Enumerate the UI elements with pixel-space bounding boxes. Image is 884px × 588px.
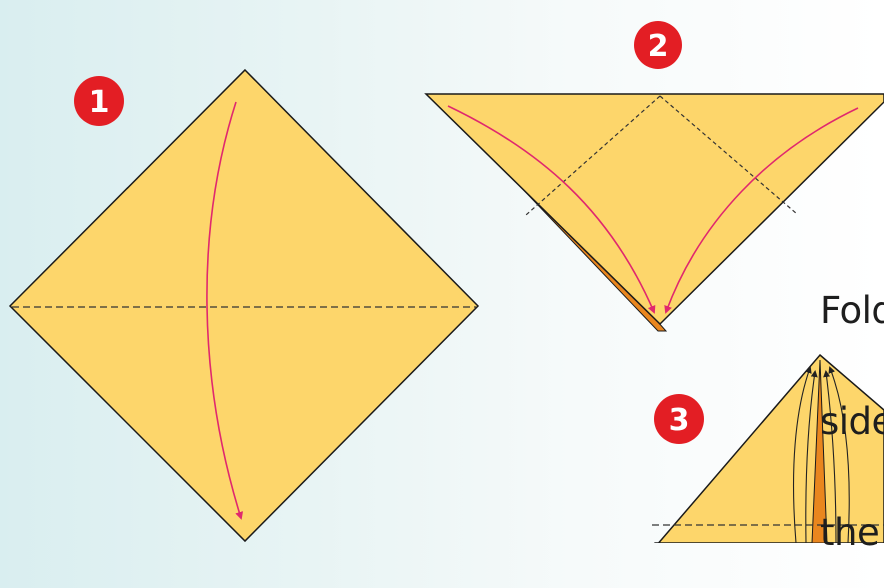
step-badge-3: 3 — [654, 394, 704, 444]
step-number-3: 3 — [669, 403, 690, 438]
fold-arrow-inner-left — [805, 370, 818, 543]
caption-line-2: side — [820, 400, 884, 443]
center-layer — [811, 359, 828, 543]
paper-square — [8, 68, 480, 543]
step-badge-1: 1 — [74, 76, 124, 126]
step-2: 2 — [424, 21, 884, 332]
fold-arrow — [206, 101, 244, 520]
caption-line-1: Fold — [820, 289, 884, 332]
step-2-caption: Fold side the — [820, 218, 884, 588]
step-1: 1 — [8, 68, 480, 543]
fold-arrow-outer-right — [828, 366, 850, 543]
step-badge-2: 2 — [634, 21, 682, 69]
fold-arrow-outer-left — [792, 366, 812, 543]
fold-arrow-right — [664, 107, 859, 314]
fold-line-left — [525, 95, 661, 216]
paper-triangle — [424, 93, 884, 326]
fold-line-right — [659, 95, 798, 215]
origami-instructions-diagram: 1 2 3 — [8, 21, 884, 543]
step-number-2: 2 — [648, 29, 669, 64]
fold-arrow-left — [447, 105, 656, 314]
fold-arrow-inner-right — [823, 370, 837, 543]
step-number-1: 1 — [89, 85, 110, 120]
step-3: 3 — [652, 353, 884, 543]
kite-shape — [654, 353, 884, 543]
caption-line-3: the — [820, 511, 880, 554]
